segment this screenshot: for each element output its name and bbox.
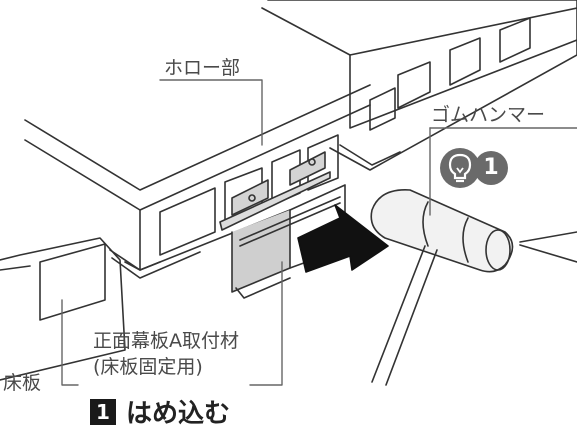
- label-floor-board: 床板: [3, 372, 42, 394]
- label-rubber-hammer: ゴムハンマー: [431, 104, 546, 126]
- step-text: はめ込む: [126, 399, 231, 429]
- label-hollow: ホロー部: [164, 57, 241, 79]
- lightbulb-icon: [440, 148, 480, 188]
- back-deck-board: [261, 0, 577, 171]
- push-arrow: [297, 204, 389, 273]
- leader-lines: [61, 79, 577, 386]
- step-heading: 1 はめ込む: [90, 393, 230, 430]
- mounting-bracket: [219, 151, 346, 299]
- label-part-line2: (床板固定用): [93, 356, 203, 378]
- rubber-hammer-icon: [370, 189, 577, 386]
- label-part-line1: 正面幕板A取付材: [93, 330, 239, 352]
- step-number: 1: [90, 398, 116, 425]
- floor-board: [0, 237, 141, 381]
- tip-badge: 1: [440, 148, 508, 188]
